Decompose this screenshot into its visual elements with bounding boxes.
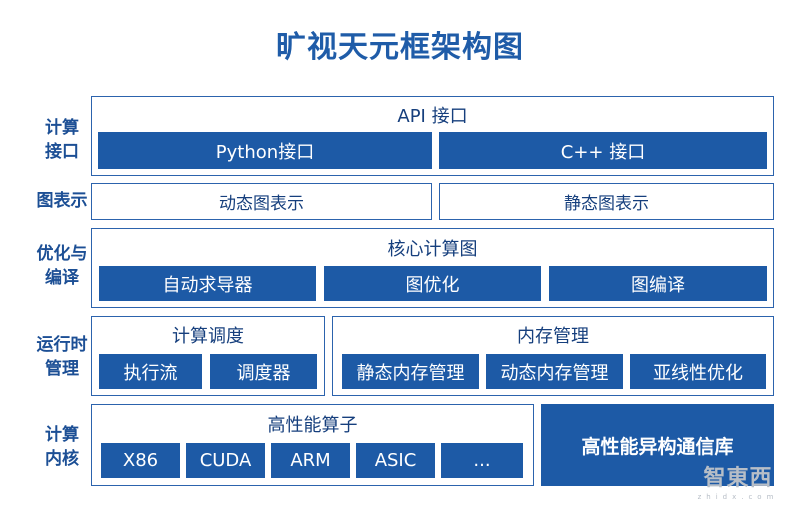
cuda-block: CUDA: [186, 443, 265, 478]
page-title: 旷视天元框架构图: [276, 30, 524, 65]
graph-compile-block: 图编译: [549, 266, 767, 301]
row-label-line: 内核: [45, 449, 79, 469]
row-label-runtime: 运行时 管理: [22, 333, 102, 381]
hetero-comm-block: 高性能异构通信库: [541, 404, 774, 486]
scheduling-panel: 计算调度 执行流 调度器: [91, 316, 325, 396]
core-graph-header: 核心计算图: [387, 239, 478, 260]
operators-panel: 高性能算子 X86 CUDA ARM ASIC ...: [91, 404, 534, 486]
row-label-line: 编译: [45, 268, 79, 288]
asic-block: ASIC: [356, 443, 435, 478]
dynamic-mem-block: 动态内存管理: [486, 354, 623, 389]
memory-panel: 内存管理 静态内存管理 动态内存管理 亚线性优化: [332, 316, 774, 396]
api-header: API 接口: [397, 106, 468, 127]
row-label-line: 计算: [45, 118, 79, 138]
watermark-main: 智東西: [703, 466, 773, 491]
x86-block: X86: [101, 443, 180, 478]
scheduling-header: 计算调度: [172, 326, 244, 347]
row-label-opt: 优化与 编译: [22, 242, 102, 290]
dynamic-graph-box: 动态图表示: [91, 183, 432, 220]
watermark-sub: zhidx.com: [697, 493, 779, 501]
row-label-graph: 图表示: [22, 189, 102, 213]
memory-header: 内存管理: [517, 326, 589, 347]
core-graph-panel: 核心计算图 自动求导器 图优化 图编译: [91, 228, 774, 308]
watermark-logo: 智東西 zhidx.com: [680, 466, 796, 506]
static-mem-block: 静态内存管理: [342, 354, 479, 389]
row-label-line: 运行时: [36, 335, 88, 355]
row-label-kernel: 计算 内核: [22, 423, 102, 471]
row-label-line: 优化与: [36, 244, 88, 264]
static-graph-box: 静态图表示: [439, 183, 774, 220]
graph-opt-block: 图优化: [324, 266, 541, 301]
row-label-line: 接口: [45, 142, 79, 162]
row-label-line: 图表示: [36, 191, 88, 211]
operators-header: 高性能算子: [267, 415, 358, 436]
scheduler-block: 调度器: [210, 354, 317, 389]
arm-block: ARM: [271, 443, 350, 478]
row-label-api: 计算 接口: [22, 116, 102, 164]
row-label-line: 计算: [45, 425, 79, 445]
api-panel: API 接口 Python接口 C++ 接口: [91, 96, 774, 176]
autodiff-block: 自动求导器: [99, 266, 316, 301]
sublinear-opt-block: 亚线性优化: [630, 354, 766, 389]
exec-stream-block: 执行流: [99, 354, 202, 389]
row-label-line: 管理: [45, 359, 79, 379]
cpp-api-block: C++ 接口: [439, 132, 767, 169]
more-block: ...: [441, 443, 523, 478]
python-api-block: Python接口: [98, 132, 432, 169]
